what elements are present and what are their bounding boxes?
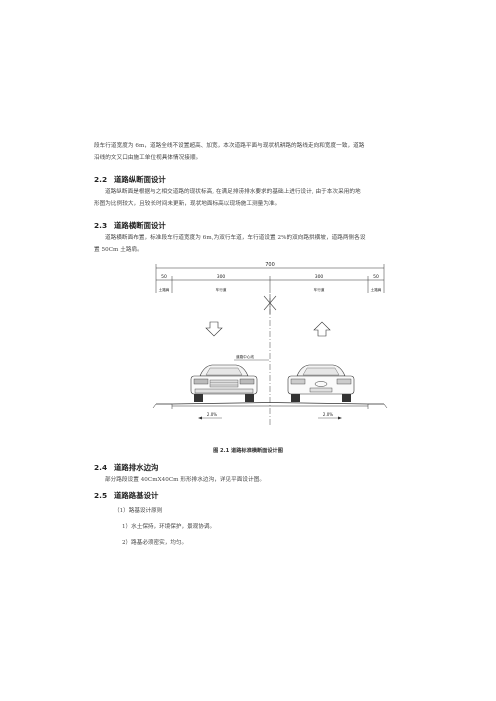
section-2-4-line-1: 部分路段设置 40CmX40Cm 形形排水边沟，详见平面设计图。 [105,477,266,483]
section-title: 道路纵断面设计 [114,175,166,184]
intro-paragraph: 段车行道宽度为 6m，道路全线不设置超高、加宽，本次道路平面与现状机耕路的路线走… [94,140,410,164]
section-heading-2-3: 2.3 道路横断面设计 [94,220,166,231]
seg-left-lane-label: 300 [217,274,226,280]
list-item: 2）路基必须密实，均匀。 [122,540,188,546]
section-2-2-line-1: 道路纵断面是根据与之相交道路的现状标高, 在满足排涝排水要求的基础上进行设计, … [105,189,361,195]
arrow-up-icon [313,321,331,337]
slope-right-arrow-icon [338,416,342,420]
seg-right-lane-label: 300 [315,274,324,280]
arrow-down-icon [205,321,223,337]
section-number: 2.5 [94,491,108,500]
section-2-4-paragraph: 部分路段设置 40CmX40Cm 形形排水边沟，详见平面设计图。 [94,474,410,486]
figure-caption: 图 2.1 道路标准横断面设计图 [213,448,283,454]
section-heading-2-2: 2.2 道路纵断面设计 [94,174,166,185]
road-surface [152,402,388,409]
section-2-3-line-1: 道路横断面布置，标准段车行道宽度为 6m,为双行车道，车行道设置 2%的双向路拱… [105,235,366,241]
total-width-label: 700 [265,262,275,268]
slope-left-label: 2.0% [207,412,217,417]
section-title: 道路路基设计 [114,491,159,500]
slope-left-arrow-icon [198,416,202,420]
right-shoulder-name: 土路肩 [371,287,382,292]
intro-line-1: 段车行道宽度为 6m，道路全线不设置超高、加宽，本次道路平面与现状机耕路的路线走… [94,143,365,149]
list-item: （1）路基设计原则 [114,508,163,514]
seg-right-shoulder-label: 50 [373,274,379,280]
list-item: 1）水土保持，环境保护，景观协调。 [122,524,216,530]
car-right-icon [287,364,355,402]
section-heading-2-5: 2.5 道路路基设计 [94,490,158,501]
section-title: 道路横断面设计 [114,221,166,230]
section-number: 2.4 [94,463,108,472]
seg-left-shoulder-label: 50 [161,274,167,280]
left-lane-name: 车行道 [216,287,227,292]
section-number: 2.2 [94,175,108,184]
left-shoulder-name: 土路肩 [159,287,170,292]
section-2-3-paragraph: 道路横断面布置，标准段车行道宽度为 6m,为双行车道，车行道设置 2%的双向路拱… [94,232,410,256]
section-2-2-paragraph: 道路纵断面是根据与之相交道路的现状标高, 在满足排涝排水要求的基础上进行设计, … [94,186,410,210]
section-number: 2.3 [94,221,108,230]
intro-line-2: 沿线的文又口由施工单位视具体情况接顺。 [94,155,202,161]
section-title: 道路排水边沟 [114,463,159,472]
section-heading-2-4: 2.4 道路排水边沟 [94,462,158,473]
car-left-icon [190,364,258,402]
section-2-2-line-2: 形图为比例较大，且较长时间未更新，现状地面标高以现场施工测量为准。 [94,201,281,207]
slope-right-label: 2.0% [323,412,333,417]
section-2-3-line-2: 置 50Cm 土路肩。 [94,247,143,253]
right-lane-name: 车行道 [314,287,325,292]
center-line-label: 道路中心线 [236,354,254,359]
road-cross-section-figure: 700 50 300 300 50 土路肩 车行道 车行道 土路肩 道路中心线 [152,262,388,426]
